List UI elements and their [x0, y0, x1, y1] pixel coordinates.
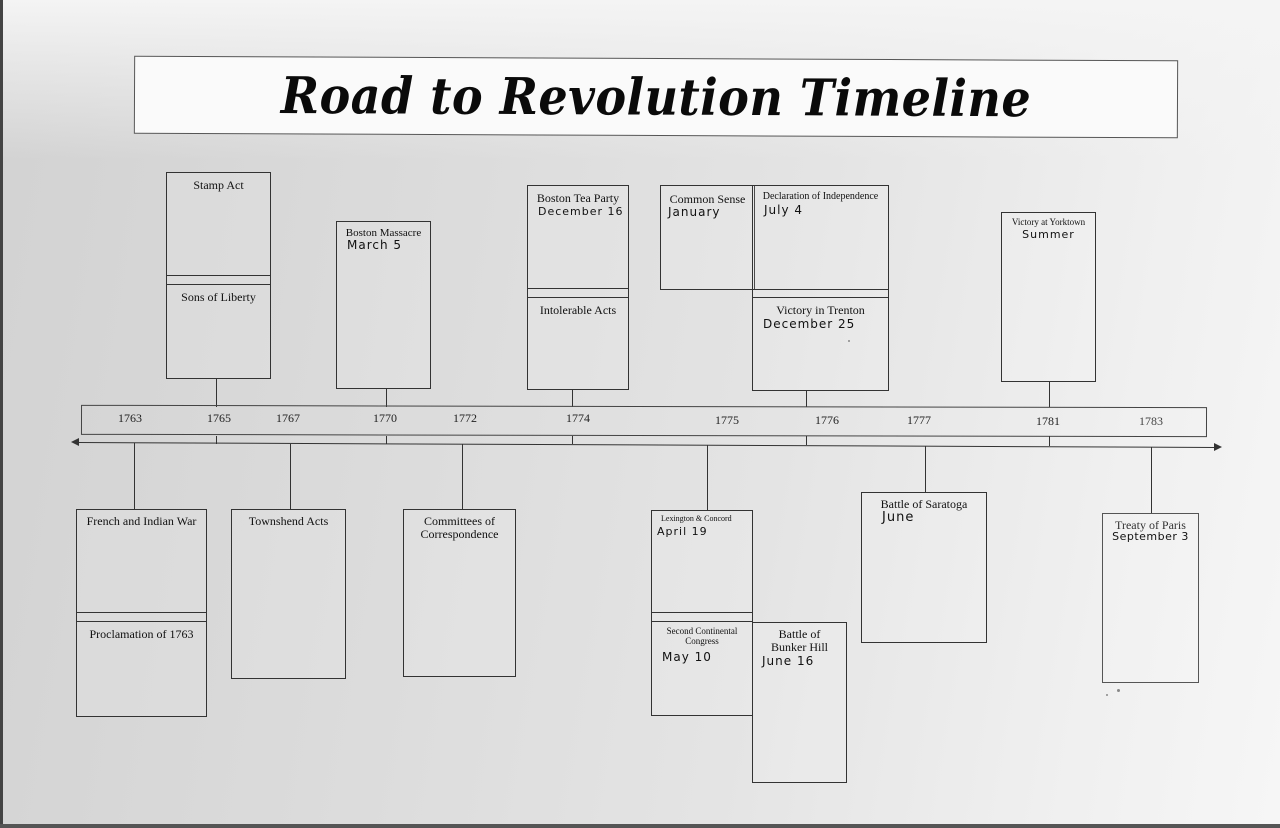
event-title: Intolerable Acts	[539, 303, 617, 317]
box-divider	[528, 297, 628, 298]
box-divider	[652, 621, 752, 622]
event-title: Battle of Saratoga	[880, 497, 968, 511]
event-title: Victory in Trenton	[776, 303, 865, 317]
event-box-boston-tea-party: Boston Tea Party December 16 Intolerable…	[527, 185, 629, 390]
year-label: 1776	[815, 413, 839, 427]
year-label: 1770	[373, 411, 397, 425]
connector-line	[572, 390, 573, 407]
event-box-battle-of-saratoga: Battle of Saratoga June	[861, 492, 987, 643]
year-label: 1783	[1139, 414, 1163, 428]
event-date-handwritten: May 10	[662, 650, 712, 664]
event-box-townshend-acts: Townshend Acts	[231, 509, 346, 679]
box-divider	[652, 612, 752, 613]
box-divider	[77, 621, 206, 622]
title-banner: Road to Revolution Timeline	[133, 55, 1179, 139]
pencil-mark	[1106, 694, 1108, 696]
event-title: Lexington & Concord	[661, 514, 732, 523]
event-title: Proclamation of 1763	[89, 627, 194, 641]
event-box-common-sense: Common Sense January	[660, 185, 755, 290]
event-date-handwritten: January	[668, 205, 721, 219]
box-divider	[528, 288, 628, 289]
year-label: 1775	[715, 413, 739, 427]
event-date-handwritten: June 16	[762, 654, 815, 668]
event-title: Second Continental Congress	[666, 626, 738, 646]
event-box-victory-at-yorktown: Victory at Yorktown Summer	[1001, 212, 1096, 382]
year-label: 1772	[453, 411, 477, 425]
arrow-left-icon	[71, 438, 79, 446]
paper-edge-left	[0, 0, 3, 828]
pencil-mark	[1117, 689, 1120, 692]
page-title: Road to Revolution Timeline	[280, 65, 1032, 129]
event-title: Boston Massacre	[345, 227, 422, 239]
year-label: 1774	[566, 411, 590, 425]
connector-line	[386, 389, 387, 407]
year-label: 1781	[1036, 414, 1060, 428]
event-title: French and Indian War	[86, 514, 197, 528]
event-date-handwritten: December 16	[538, 205, 624, 218]
event-title: Sons of Liberty	[181, 290, 256, 304]
tick-mark	[216, 436, 217, 444]
event-date-handwritten: March 5	[347, 238, 403, 252]
pencil-mark	[848, 340, 850, 342]
year-label: 1767	[276, 411, 300, 425]
timeline-arrow-line	[77, 442, 1216, 448]
connector-line	[806, 391, 807, 407]
connector-line	[1049, 382, 1050, 407]
tick-mark	[386, 436, 387, 444]
year-label: 1777	[907, 413, 931, 427]
event-box-boston-massacre: Boston Massacre March 5	[336, 221, 431, 389]
year-label: 1763	[118, 411, 142, 425]
connector-line	[925, 446, 926, 493]
box-divider	[753, 297, 888, 298]
tick-mark	[806, 436, 807, 445]
tick-mark	[572, 436, 573, 444]
event-title: Townshend Acts	[248, 514, 329, 528]
event-box-stamp-act: Stamp Act Sons of Liberty	[166, 172, 271, 379]
event-date-handwritten: December 25	[763, 317, 856, 331]
event-title: Common Sense	[669, 192, 746, 206]
connector-line	[1151, 447, 1152, 513]
event-date-handwritten: Summer	[1022, 228, 1075, 241]
year-label: 1765	[207, 411, 231, 425]
event-box-lexington-and-concord: Lexington & Concord April 19 Second Cont…	[651, 510, 753, 716]
event-box-declaration-of-independence: Declaration of Independence July 4 Victo…	[752, 185, 889, 391]
connector-line	[462, 444, 463, 509]
connector-line	[290, 444, 291, 509]
event-title: Battle of Bunker Hill	[771, 627, 828, 655]
event-box-committees-of-correspondence: Committees of Correspondence	[403, 509, 516, 677]
event-title: Stamp Act	[193, 178, 244, 192]
event-title: Treaty of Paris	[1115, 518, 1186, 532]
event-date-handwritten: April 19	[657, 525, 708, 538]
event-box-treaty-of-paris: Treaty of Paris September 3	[1102, 513, 1199, 683]
event-title: Boston Tea Party	[536, 191, 620, 205]
box-divider	[753, 289, 888, 290]
connector-line	[134, 443, 135, 509]
event-box-battle-of-bunker-hill: Battle of Bunker Hill June 16	[752, 622, 847, 783]
event-box-french-and-indian-war: French and Indian War Proclamation of 17…	[76, 509, 207, 717]
event-title: Victory at Yorktown	[1011, 217, 1086, 227]
box-divider	[167, 284, 270, 285]
event-date-handwritten: July 4	[764, 203, 804, 217]
event-title: Declaration of Independence	[762, 191, 879, 202]
connector-line	[216, 379, 217, 407]
arrow-right-icon	[1214, 443, 1222, 451]
event-date-handwritten: September 3	[1112, 530, 1189, 543]
tick-mark	[1049, 436, 1050, 446]
event-title: Committees of Correspondence	[420, 514, 499, 542]
box-divider	[167, 275, 270, 276]
event-date-handwritten: June	[882, 510, 915, 525]
box-divider	[77, 612, 206, 613]
connector-line	[707, 445, 708, 510]
paper-edge-bottom	[0, 824, 1280, 828]
